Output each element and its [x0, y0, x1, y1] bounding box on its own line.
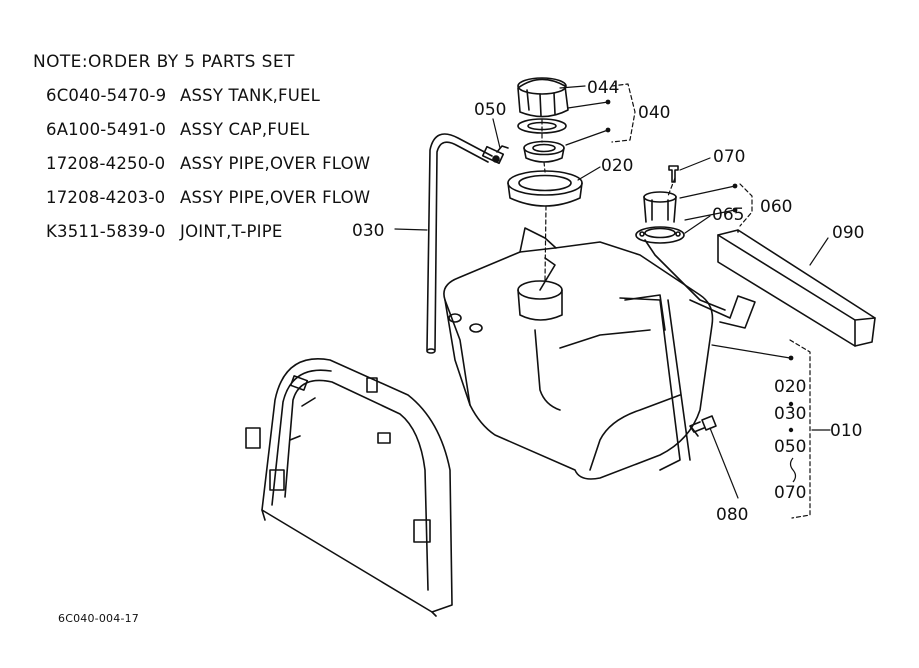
- part-description: ASSY TANK,FUEL: [180, 86, 321, 105]
- callout-020-set: 020: [774, 377, 806, 397]
- callout-040: 040: [638, 103, 670, 123]
- callout-090: 090: [832, 223, 864, 243]
- parts-row: K3511-5839-0 JOINT,T-PIPE: [46, 222, 370, 256]
- drain-bolt: [689, 415, 717, 437]
- strainer: [523, 140, 565, 163]
- callout-labels: 044 040 050 020 070 060 065 090 030 020 …: [352, 78, 864, 525]
- callout-010: 010: [830, 421, 862, 441]
- protector-plate: [717, 229, 876, 347]
- part-description: ASSY PIPE,OVER FLOW: [180, 188, 371, 207]
- t-joint: [481, 145, 509, 165]
- parts-row: 6A100-5491-0 ASSY CAP,FUEL: [46, 120, 370, 154]
- callout-080: 080: [716, 505, 748, 525]
- parts-row: 17208-4250-0 ASSY PIPE,OVER FLOW: [46, 154, 370, 188]
- part-description: JOINT,T-PIPE: [180, 222, 283, 241]
- part-number: 6C040-5470-9: [46, 86, 167, 105]
- fuel-tank: [443, 227, 756, 480]
- callout-050-set: 050: [774, 437, 806, 457]
- fuel-gauge-sender: [635, 191, 726, 311]
- callout-020: 020: [601, 156, 633, 176]
- part-description: ASSY CAP,FUEL: [180, 120, 310, 139]
- callout-065: 065: [712, 205, 744, 225]
- leader-lines: [394, 83, 831, 519]
- part-number: 17208-4203-0: [46, 188, 166, 207]
- order-note: NOTE:ORDER BY 5 PARTS SET: [33, 52, 295, 72]
- parts-row: 17208-4203-0 ASSY PIPE,OVER FLOW: [46, 188, 370, 222]
- callout-050: 050: [474, 100, 506, 120]
- parts-row: 6C040-5470-9 ASSY TANK,FUEL: [46, 86, 370, 120]
- part-description: ASSY PIPE,OVER FLOW: [180, 154, 371, 173]
- callout-030: 030: [352, 221, 384, 241]
- callout-044: 044: [587, 78, 619, 98]
- filler-neck-ring: [507, 170, 583, 207]
- figure-code: 6C040-004-17: [58, 612, 140, 625]
- rops-frame: [245, 358, 453, 617]
- leader-dots: [605, 99, 794, 433]
- callout-070: 070: [713, 147, 745, 167]
- fuel-cap: [517, 77, 569, 118]
- range-tilde-mark: [789, 457, 797, 483]
- part-number: 6A100-5491-0: [46, 120, 167, 139]
- part-number: K3511-5839-0: [46, 222, 166, 241]
- callout-070-set: 070: [774, 483, 806, 503]
- part-number: 17208-4250-0: [46, 154, 166, 173]
- overflow-pipe: [426, 133, 493, 354]
- callout-030-set: 030: [774, 404, 806, 424]
- callout-060: 060: [760, 197, 792, 217]
- bolt-top: [668, 165, 679, 183]
